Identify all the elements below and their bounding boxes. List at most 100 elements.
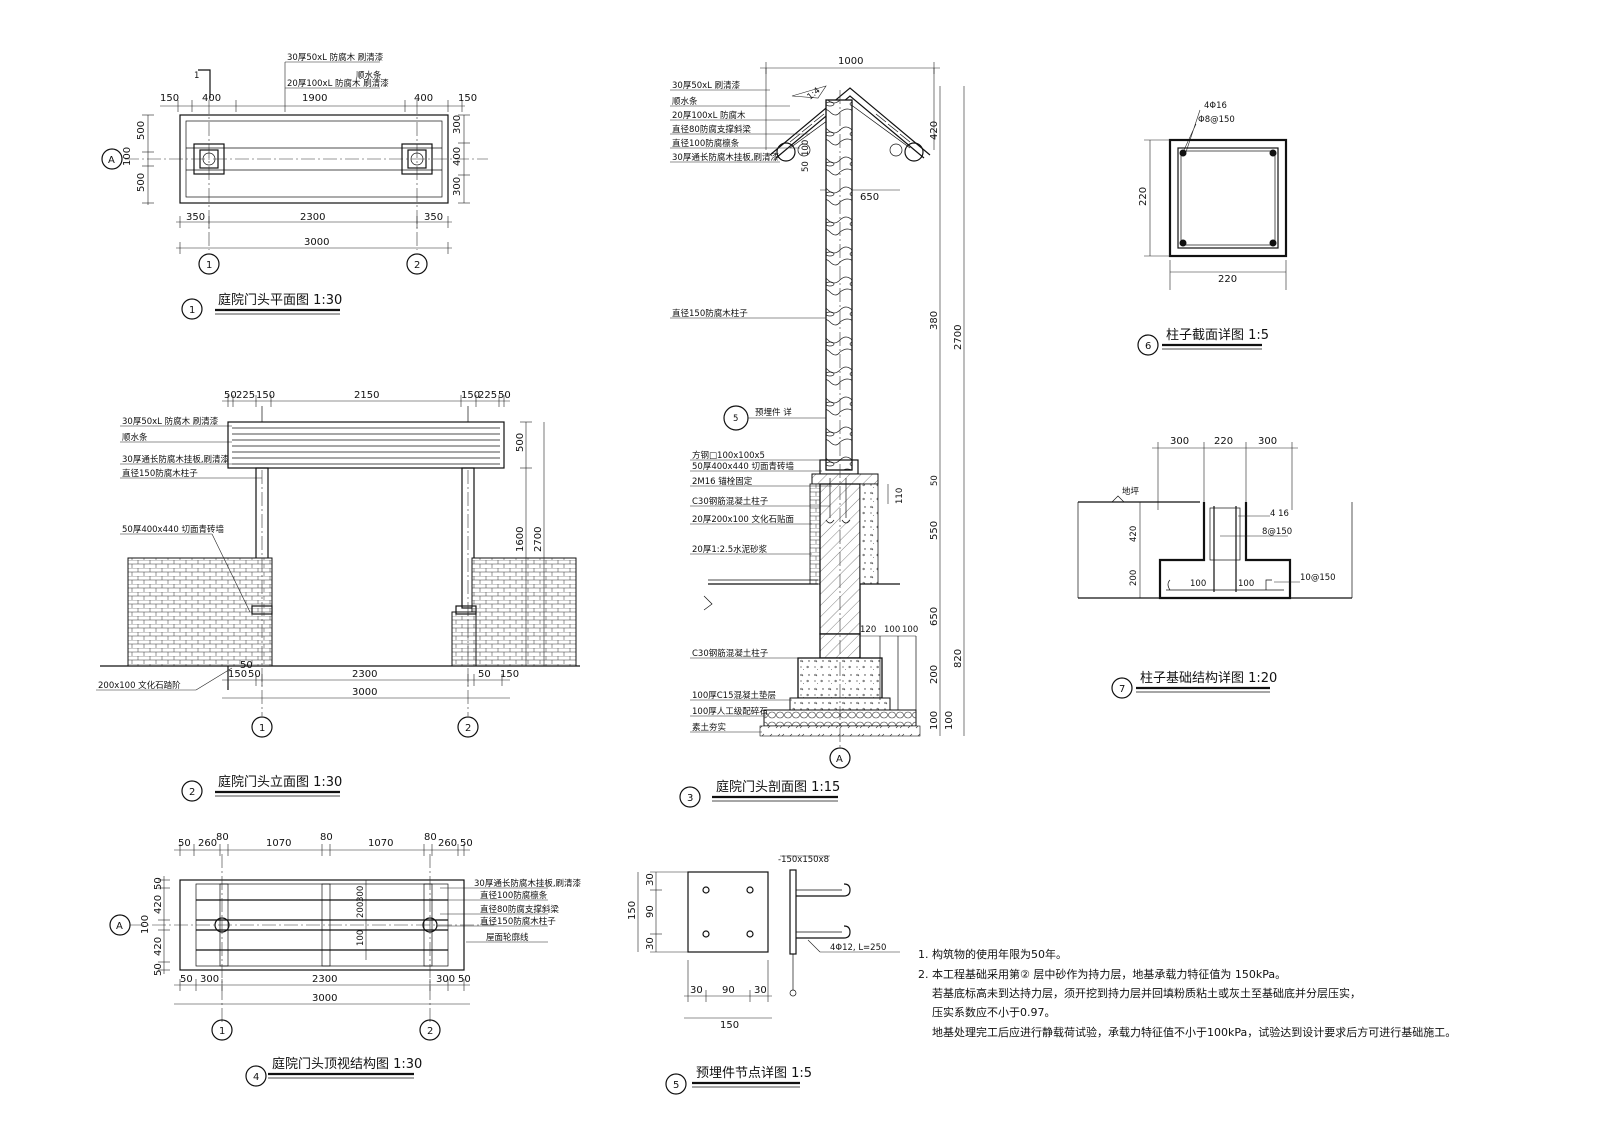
top-axis-2 xyxy=(419,1019,441,1041)
top-dim-center-2: 100 xyxy=(356,930,366,946)
sect-base-note-5: 20厚1:2.5水泥砂浆 xyxy=(692,544,768,555)
general-notes: 1. 构筑物的使用年限为50年。 2. 本工程基础采用第② 层中砂作为持力层，地… xyxy=(918,947,1456,1039)
top-dim-bottom-2: 2300 xyxy=(312,974,337,985)
plan-dim-top-3: 400 xyxy=(414,93,433,104)
fdn-stirrup: 8@150 xyxy=(1262,527,1292,537)
embed-dim-left-0: 30 xyxy=(645,873,656,886)
note-0: 1. 构筑物的使用年限为50年。 xyxy=(918,947,1067,961)
plan-title-circle xyxy=(181,298,203,320)
elev-dim-top-2: 150 xyxy=(256,390,275,401)
elev-dim-top-0: 50 xyxy=(224,390,237,401)
top-note-0: 30厚通长防腐木挂板,刷清漆 xyxy=(474,878,582,889)
column-section-drawing: 4Φ16 Φ8@150 220 220 6 柱子截面详图 1:5 xyxy=(1137,101,1288,356)
top-dim-left-0: 50 xyxy=(153,877,164,890)
fdn-title-circle xyxy=(1111,677,1133,699)
plan-title-num: 1 xyxy=(189,305,195,316)
sect-base-note-2: 2M16 锚栓固定 xyxy=(692,476,753,487)
sect-axis-a-label: A xyxy=(836,754,843,765)
fdn-rebar: 4 16 xyxy=(1270,509,1289,519)
elev-dim-total: 3000 xyxy=(352,687,377,698)
col-title: 柱子截面详图 1:5 xyxy=(1166,328,1269,343)
sect-base-note-3: C30钢筋混凝土柱子 xyxy=(692,496,769,507)
sect-dim-right-3: 550 xyxy=(929,521,940,540)
fdn-dim-bot-1: 100 xyxy=(1238,579,1254,589)
elev-dim-top-6: 50 xyxy=(498,390,511,401)
elev-note-3: 30厚通长防腐木挂板,刷清漆 xyxy=(122,454,230,465)
plan-dim-bottom-1: 2300 xyxy=(300,212,325,223)
elev-note-2: 顺水条 xyxy=(122,432,148,443)
top-axis-a-label: A xyxy=(116,921,123,932)
elev-dim-bottom-0: 150 xyxy=(228,669,247,680)
embed-dim-bottom-2: 30 xyxy=(754,985,767,996)
top-dim-bottom-3: 300 xyxy=(436,974,455,985)
top-dim-6: 80 xyxy=(424,832,437,843)
elev-dim-50: 50 xyxy=(240,660,253,671)
top-note-4: 屋面轮廓线 xyxy=(486,932,529,943)
sect-dim-foot-0: 120 xyxy=(860,625,876,635)
sect-roof-note-5: 30厚通长防腐木挂板,刷清漆 xyxy=(672,152,780,163)
note-3: 压实系数应不小于0.97。 xyxy=(932,1005,1056,1019)
fdn-dim-left-0: 420 xyxy=(1129,526,1139,542)
sect-detail-ref-num: 5 xyxy=(733,414,738,424)
sect-dim-right-1: 2700 xyxy=(953,325,964,350)
plan-dim-left-1: 100 xyxy=(122,147,133,166)
elev-dim-top-5: 225 xyxy=(478,390,497,401)
plan-dim-total: 3000 xyxy=(304,237,329,248)
elev-dim-right-0: 500 xyxy=(515,433,526,452)
col-dim-side: 220 xyxy=(1138,187,1149,206)
plan-dim-top-0: 150 xyxy=(160,93,179,104)
sect-foot-note-2: 素土夯实 xyxy=(692,722,726,733)
embed-dim-left-2: 30 xyxy=(645,937,656,950)
embed-dim-left-total: 150 xyxy=(627,901,638,920)
plan-title: 庭院门头平面图 1:30 xyxy=(218,292,342,308)
col-stirrup: Φ8@150 xyxy=(1198,115,1235,125)
sect-roof-note-1: 顺水条 xyxy=(672,96,698,107)
top-dim-total: 3000 xyxy=(312,993,337,1004)
note-2: 若基底标高未到达持力层，须开挖到持力层并回填粉质粘土或灰土至基础底并分层压实， xyxy=(932,986,1361,1000)
embed-plate: -150x150x8 xyxy=(778,855,829,865)
sect-detail-label: 预埋件 详 xyxy=(755,407,792,418)
elev-note-6: 200x100 文化石踏阶 xyxy=(98,680,181,691)
embed-dim-total: 150 xyxy=(720,1020,739,1031)
note-4: 地基处理完工后应进行静载荷试验，承载力特征值不小于100kPa，试验达到设计要求… xyxy=(932,1025,1456,1039)
fdn-title: 柱子基础结构详图 1:20 xyxy=(1140,671,1277,686)
top-dim-3: 1070 xyxy=(266,838,291,849)
plan-axis-a xyxy=(101,148,123,170)
top-dim-5: 1070 xyxy=(368,838,393,849)
plan-axis-2-label: 2 xyxy=(414,260,420,271)
fdn-dim-bot-0: 100 xyxy=(1190,579,1206,589)
top-dim-8: 50 xyxy=(460,838,473,849)
top-axis-1-label: 1 xyxy=(219,1026,225,1037)
top-dim-bottom-0: 50 xyxy=(180,974,193,985)
plan-drawing: 30厚50xL 防腐木 刷清漆 顺水条 20厚100xL 防腐木 刷清漆 1 1… xyxy=(101,52,488,320)
sect-title-num: 3 xyxy=(687,793,693,804)
embed-title-num: 5 xyxy=(673,1080,679,1091)
elev-axis-1-label: 1 xyxy=(259,723,265,734)
elev-dim-top-4: 150 xyxy=(461,390,480,401)
plan-section-mark: 1 xyxy=(194,71,199,81)
top-dim-bottom-1: 300 xyxy=(200,974,219,985)
embed-title: 预埋件节点详图 1:5 xyxy=(696,1066,812,1081)
elev-dim-top-1: 225 xyxy=(236,390,255,401)
sect-dim-right-4: 650 xyxy=(929,607,940,626)
fdn-dim-left-1: 200 xyxy=(1129,570,1139,586)
top-title-num: 4 xyxy=(253,1072,259,1083)
plan-dim-bottom-0: 350 xyxy=(186,212,205,223)
plan-dim-bottom-2: 350 xyxy=(424,212,443,223)
plan-axis-2 xyxy=(406,253,428,275)
top-note-1: 直径100防腐檩条 xyxy=(480,890,548,901)
elev-dim-bottom-2: 2300 xyxy=(352,669,377,680)
sect-foot-note-0: 100厚C15混凝土垫层 xyxy=(692,690,776,701)
top-dim-0: 50 xyxy=(178,838,191,849)
sect-dim-right-8: 100 xyxy=(944,711,955,730)
elev-axis-2-label: 2 xyxy=(465,723,471,734)
elev-title-num: 2 xyxy=(189,787,195,798)
elev-dim-right-1: 1600 xyxy=(515,527,526,552)
top-dim-left-3: 420 xyxy=(153,937,164,956)
embed-title-circle xyxy=(665,1073,687,1095)
fdn-dim-top-1: 220 xyxy=(1214,436,1233,447)
sect-base-note-0: 方钢□100x100x5 xyxy=(692,450,765,461)
sect-dim-right-2: 50 xyxy=(930,475,940,486)
elev-note-4: 直径150防腐木柱子 xyxy=(122,468,198,479)
sect-axis-a xyxy=(829,747,851,769)
